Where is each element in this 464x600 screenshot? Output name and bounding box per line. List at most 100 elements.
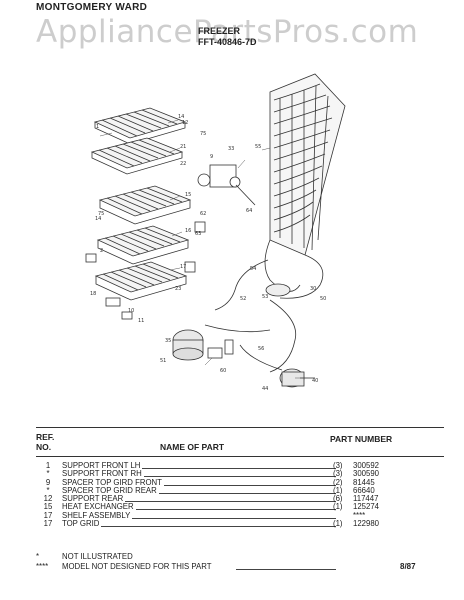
ref-number: 15 [43, 502, 53, 512]
part-name: SHELF ASSEMBLY [62, 510, 133, 520]
watermark: AppliancePartsPros.com [36, 14, 419, 50]
table-row: * SUPPORT FRONT RH (3) 300590 [36, 469, 446, 479]
callout: 33 [228, 146, 234, 152]
shelf-2 [90, 137, 184, 175]
part-quantity: (2) [333, 477, 343, 487]
callout: 16 [185, 228, 191, 234]
callout: 44 [262, 386, 268, 392]
ref-header-line: NO. [36, 442, 52, 452]
footnote-text: MODEL NOT DESIGNED FOR THIS PART [62, 562, 212, 571]
callout: 51 [160, 358, 166, 364]
part-number: 300590 [353, 469, 380, 479]
part-name: TOP GRID [62, 519, 102, 529]
ref-number: * [46, 469, 50, 479]
part-number-header: PART NUMBER [330, 434, 393, 444]
model-title: FREEZER [198, 26, 241, 36]
part-quantity: (1) [333, 485, 343, 495]
shelf-1 [93, 107, 187, 145]
table-top-rule [36, 427, 444, 428]
leader-line [76, 476, 336, 478]
part-quantity: (3) [333, 461, 343, 470]
part-name: SPACER TOP GRID REAR [62, 485, 159, 495]
callout: 15 [185, 192, 191, 198]
callout: 75 [98, 211, 104, 217]
part-number: 81445 [353, 477, 375, 487]
part-number: 117447 [353, 494, 379, 504]
callout: 50 [320, 296, 326, 302]
ref-number: * [46, 485, 50, 495]
shelf-4 [96, 225, 190, 265]
callout: 22 [180, 161, 186, 167]
callout: 54 [250, 266, 256, 272]
ref-number: 17 [43, 510, 53, 520]
leader-line [76, 509, 336, 511]
part-name: SUPPORT FRONT RH [62, 469, 144, 479]
callout: 12 [182, 120, 188, 126]
callout: 52 [240, 296, 246, 302]
callout: 14 [95, 216, 101, 222]
leader-line [76, 517, 336, 519]
ref-no-header: REF. NO. [36, 432, 54, 452]
callout: 23 [175, 286, 181, 292]
part-name: HEAT EXCHANGER [62, 502, 136, 512]
part-name-text: TOP GRID [62, 519, 102, 529]
evaporator-coil [264, 73, 346, 292]
shelf-5 [94, 261, 188, 301]
part-name-text: SUPPORT FRONT LH [62, 461, 143, 470]
leader-line [76, 492, 336, 494]
callout: 56 [258, 346, 264, 352]
exploded-parts-diagram: 1 14 12 21 22 15 14 16 17 18 2 23 33 9 5… [85, 73, 346, 392]
footnote: ****MODEL NOT DESIGNED FOR THIS PART [36, 562, 446, 572]
part-number: 66640 [353, 485, 375, 495]
table-header-rule [36, 456, 444, 457]
callout: 21 [180, 144, 186, 150]
callout: 10 [128, 308, 134, 314]
callout: 14 [178, 114, 184, 120]
ref-number: 12 [43, 494, 53, 504]
ref-number: 1 [45, 461, 51, 470]
callout: 62 [200, 211, 206, 217]
part-name: SPACER TOP GIRD FRONT [62, 477, 164, 487]
shelf-3 [98, 185, 192, 225]
callout: 63 [195, 231, 201, 237]
shelf-supports [85, 221, 206, 320]
table-row: 9 SPACER TOP GIRD FRONT (2) 81445 [36, 477, 446, 487]
part-quantity: (3) [333, 469, 343, 479]
callout: 64 [246, 208, 252, 214]
callout: 35 [165, 338, 171, 344]
table-row: * SPACER TOP GRID REAR (1) 66640 [36, 485, 446, 495]
ref-header-line: REF. [36, 432, 55, 442]
callout: 11 [138, 318, 144, 324]
compressor [172, 329, 234, 361]
part-name-text: HEAT EXCHANGER [62, 502, 136, 512]
part-quantity: (1) [333, 502, 343, 512]
revision-date: 8/87 [400, 562, 416, 571]
part-name-text: SPACER TOP GIRD FRONT [62, 477, 164, 487]
tubing [204, 254, 324, 373]
callout: 60 [220, 368, 226, 374]
part-name-text: SUPPORT FRONT RH [62, 469, 144, 479]
light-assembly [197, 164, 256, 206]
leader-lines [99, 119, 308, 379]
ref-number: 9 [45, 477, 51, 487]
footnote-symbol: * [36, 552, 40, 561]
brand-name: MONTGOMERY WARD [36, 2, 148, 13]
callout: 55 [255, 144, 261, 150]
callout: 9 [210, 154, 213, 160]
part-number: 125274 [353, 502, 380, 512]
callout: 30 [310, 286, 316, 292]
leader-line [76, 526, 336, 528]
callout: 1 [96, 124, 99, 130]
footnote-text: NOT ILLUSTRATED [62, 552, 133, 561]
part-name-text: SHELF ASSEMBLY [62, 510, 133, 520]
leader-line [236, 569, 336, 570]
part-name-text: SPACER TOP GRID REAR [62, 485, 159, 495]
footnotes: * NOT ILLUSTRATED****MODEL NOT DESIGNED F… [36, 552, 446, 572]
callout: 17 [180, 264, 186, 270]
callout: 53 [262, 294, 268, 300]
name-of-part-header: NAME OF PART [160, 442, 225, 452]
